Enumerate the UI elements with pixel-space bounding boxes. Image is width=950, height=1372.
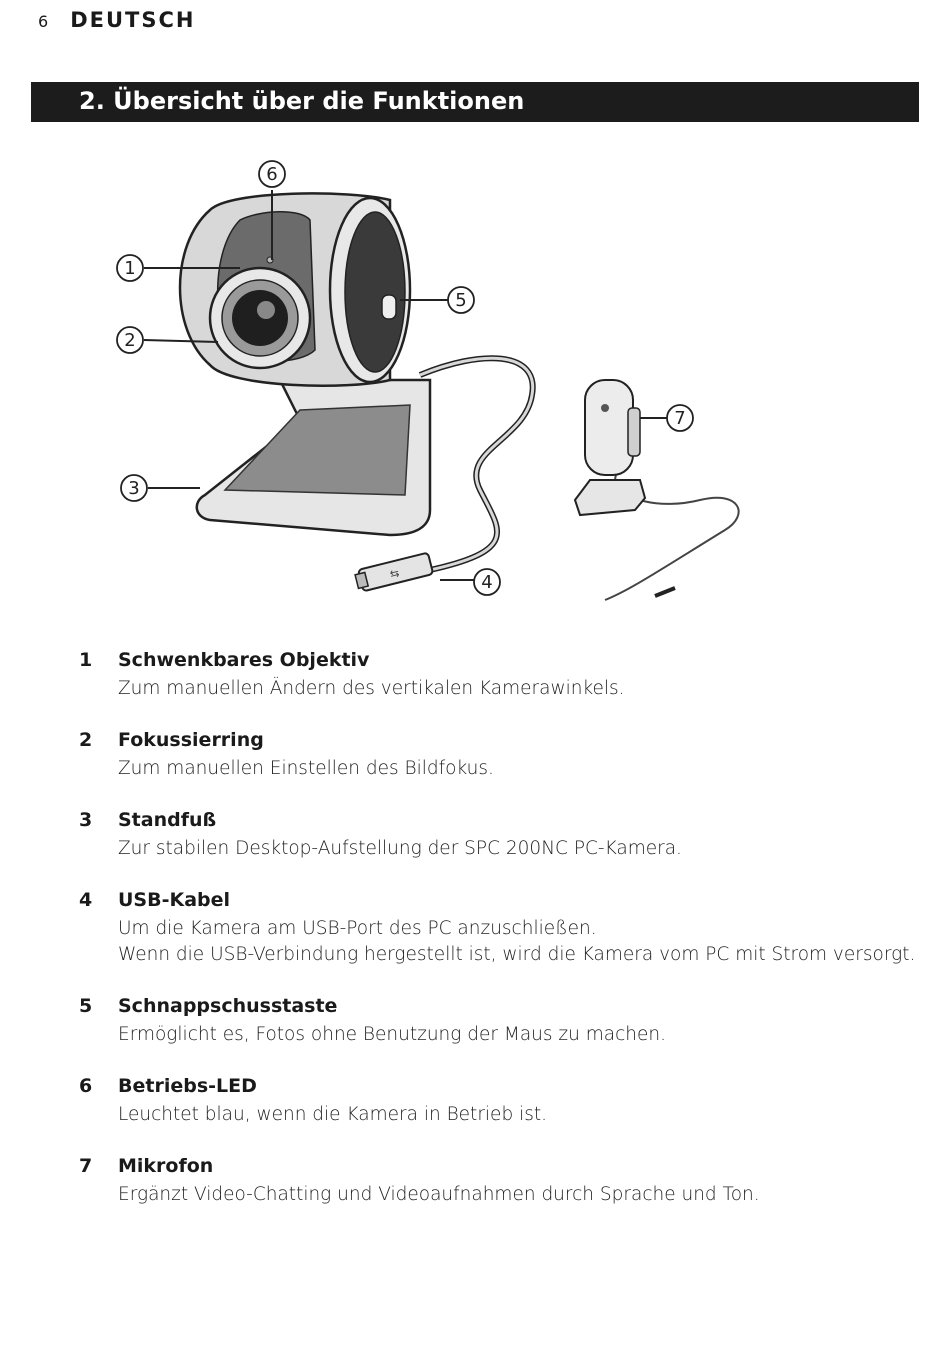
page-number: 6	[38, 12, 49, 31]
callout-4: 4	[473, 568, 501, 596]
item-number: 7	[79, 1155, 93, 1177]
item-description: Ermöglicht es, Fotos ohne Benutzung der …	[118, 1024, 666, 1045]
item-description: Um die Kamera am USB-Port des PC anzusch…	[118, 918, 916, 965]
callout-1: 1	[116, 254, 144, 282]
item-number: 3	[79, 809, 93, 831]
item-term: Fokussierring	[118, 729, 264, 751]
item-description: Leuchtet blau, wenn die Kamera in Betrie…	[118, 1104, 547, 1125]
item-description: Zum manuellen Einstellen des Bildfokus.	[118, 758, 494, 779]
item-description: Ergänzt Video-Chatting und Videoaufnahme…	[118, 1184, 760, 1205]
svg-text:⇆: ⇆	[389, 566, 401, 581]
camera-body	[178, 192, 412, 387]
callout-2: 2	[116, 326, 144, 354]
callout-5: 5	[447, 286, 475, 314]
item-description: Zur stabilen Desktop-Aufstellung der SPC…	[118, 838, 682, 859]
language-label: DEUTSCH	[70, 8, 196, 32]
svg-text:7: 7	[674, 408, 685, 429]
item-number: 1	[79, 649, 93, 671]
microphone	[573, 379, 740, 601]
usb-cable	[418, 355, 536, 573]
svg-text:4: 4	[481, 572, 492, 593]
item-number: 6	[79, 1075, 93, 1097]
callout-7: 7	[666, 404, 694, 432]
item-term: Mikrofon	[118, 1155, 214, 1177]
camera-stand	[195, 378, 432, 537]
section-title-bar: 2. Übersicht über die Funktionen	[31, 82, 919, 122]
webcam-illustration: ⇆ 6 1 2	[116, 160, 740, 601]
item-number: 4	[79, 889, 93, 911]
svg-text:2: 2	[124, 330, 135, 351]
section-title: 2. Übersicht über die Funktionen	[79, 87, 525, 115]
item-term: Schnappschusstaste	[118, 995, 338, 1017]
page-header: 6 DEUTSCH	[38, 8, 195, 36]
item-term: Schwenkbares Objektiv	[118, 649, 370, 671]
item-number: 5	[79, 995, 93, 1017]
svg-text:1: 1	[124, 258, 135, 279]
callout-3: 3	[120, 474, 148, 502]
item-term: Betriebs-LED	[118, 1075, 257, 1097]
item-description: Zum manuellen Ändern des vertikalen Kame…	[118, 678, 625, 699]
svg-text:3: 3	[128, 478, 139, 499]
usb-plug: ⇆	[354, 552, 434, 592]
svg-text:6: 6	[266, 164, 277, 185]
svg-text:5: 5	[455, 290, 466, 311]
item-term: USB-Kabel	[118, 889, 231, 911]
item-term: Standfuß	[118, 809, 217, 831]
callout-6: 6	[258, 160, 286, 188]
item-number: 2	[79, 729, 93, 751]
